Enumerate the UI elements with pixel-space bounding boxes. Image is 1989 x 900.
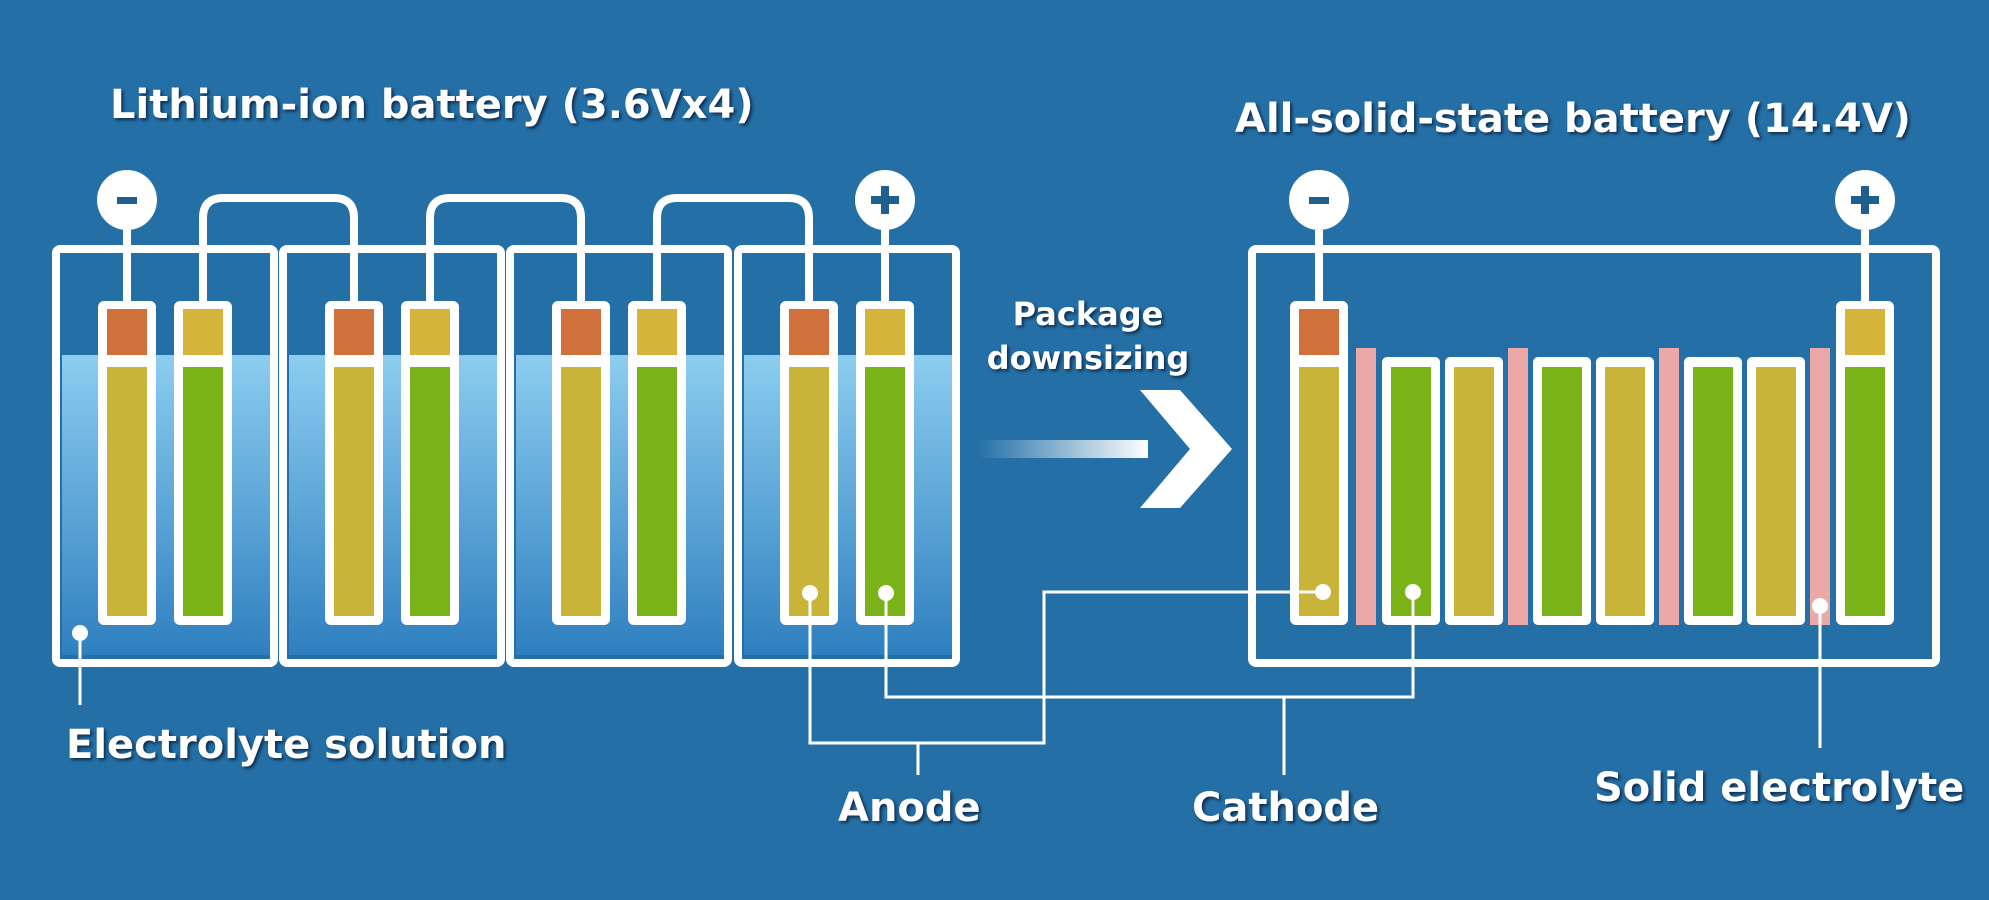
- anode-leader-to-solid: [808, 590, 1323, 745]
- cathode-dot-li: [878, 585, 894, 601]
- anode-electrode-active-material: [1299, 367, 1339, 616]
- solid-electrolyte-label: Solid electrolyte: [1594, 765, 1965, 811]
- anode-active-material: [1454, 367, 1494, 616]
- electrolyte-liquid: [62, 355, 271, 655]
- cathode-electrode-collector: [183, 309, 223, 355]
- cathode-electrode-collector: [410, 309, 450, 355]
- anode-dot-ss: [1315, 584, 1331, 600]
- package-downsizing-label: Package downsizing: [968, 292, 1208, 380]
- plus-icon: [1861, 186, 1869, 214]
- cell-case: [734, 245, 960, 667]
- package-downsizing-arrow: [978, 390, 1232, 508]
- anode-electrode-active-material: [334, 367, 374, 616]
- electrolyte-liquid: [516, 355, 725, 655]
- callout-lines: [72, 584, 1828, 775]
- cathode-electrode-active-material: [410, 367, 450, 616]
- cell-case: [506, 245, 732, 667]
- lithium-ion-pack: [52, 170, 960, 667]
- plus-icon: [881, 186, 889, 214]
- solid-electrolyte-layer: [1508, 348, 1528, 625]
- solid-state-case: [1248, 245, 1940, 667]
- cathode-label: Cathode: [1192, 785, 1380, 831]
- solid-electrolyte-layer: [1659, 348, 1679, 625]
- cathode-electrode-active-material: [1845, 367, 1885, 616]
- anode-electrode-collector: [334, 309, 374, 355]
- cathode-active-material: [1542, 367, 1582, 616]
- solid-state-pack: [1248, 170, 1940, 667]
- cathode-electrode-collector: [1845, 309, 1885, 355]
- anode-electrode-collector: [1299, 309, 1339, 355]
- anode-electrode-collector: [789, 309, 829, 355]
- anode-electrode-active-material: [561, 367, 601, 616]
- minus-icon: [117, 197, 137, 204]
- cathode-electrode-active-material: [865, 367, 905, 616]
- anode-electrode-active-material: [107, 367, 147, 616]
- series-bridge: [426, 194, 585, 305]
- electrolyte-solution-label: Electrolyte solution: [66, 722, 507, 768]
- cathode-leader: [884, 592, 1415, 699]
- series-connections: [123, 194, 889, 305]
- solid-state-leads: [1315, 230, 1869, 301]
- anode-active-material: [1756, 367, 1796, 616]
- anode-dot-li: [802, 585, 818, 601]
- cathode-electrode-collector: [865, 309, 905, 355]
- electrolyte-liquid: [744, 355, 953, 655]
- minus-icon: [1309, 197, 1329, 204]
- cell-case: [279, 245, 505, 667]
- solid-electrolyte-layer: [1810, 348, 1830, 625]
- cathode-electrode-collector: [637, 309, 677, 355]
- solid-electrolyte-layer: [1356, 348, 1376, 625]
- anode-electrode-collector: [561, 309, 601, 355]
- package-downsizing-line1: Package: [1012, 295, 1164, 333]
- cathode-dot-ss: [1405, 584, 1421, 600]
- package-downsizing-line2: downsizing: [986, 339, 1190, 377]
- anode-electrode-collector: [107, 309, 147, 355]
- solid-electrolyte-dot: [1812, 598, 1828, 614]
- cathode-active-material: [1391, 367, 1431, 616]
- cell-case: [52, 245, 278, 667]
- electrolyte-liquid: [289, 355, 498, 655]
- cathode-electrode-active-material: [637, 367, 677, 616]
- solid-state-title: All-solid-state battery (14.4V): [1235, 96, 1911, 142]
- cathode-active-material: [1693, 367, 1733, 616]
- anode-label: Anode: [838, 785, 981, 831]
- electrolyte-solution-dot: [72, 625, 88, 641]
- lithium-ion-title: Lithium-ion battery (3.6Vx4): [110, 82, 754, 128]
- cathode-electrode-active-material: [183, 367, 223, 616]
- series-bridge: [199, 194, 358, 305]
- anode-electrode-active-material: [789, 367, 829, 616]
- anode-active-material: [1605, 367, 1645, 616]
- series-bridge: [653, 194, 813, 305]
